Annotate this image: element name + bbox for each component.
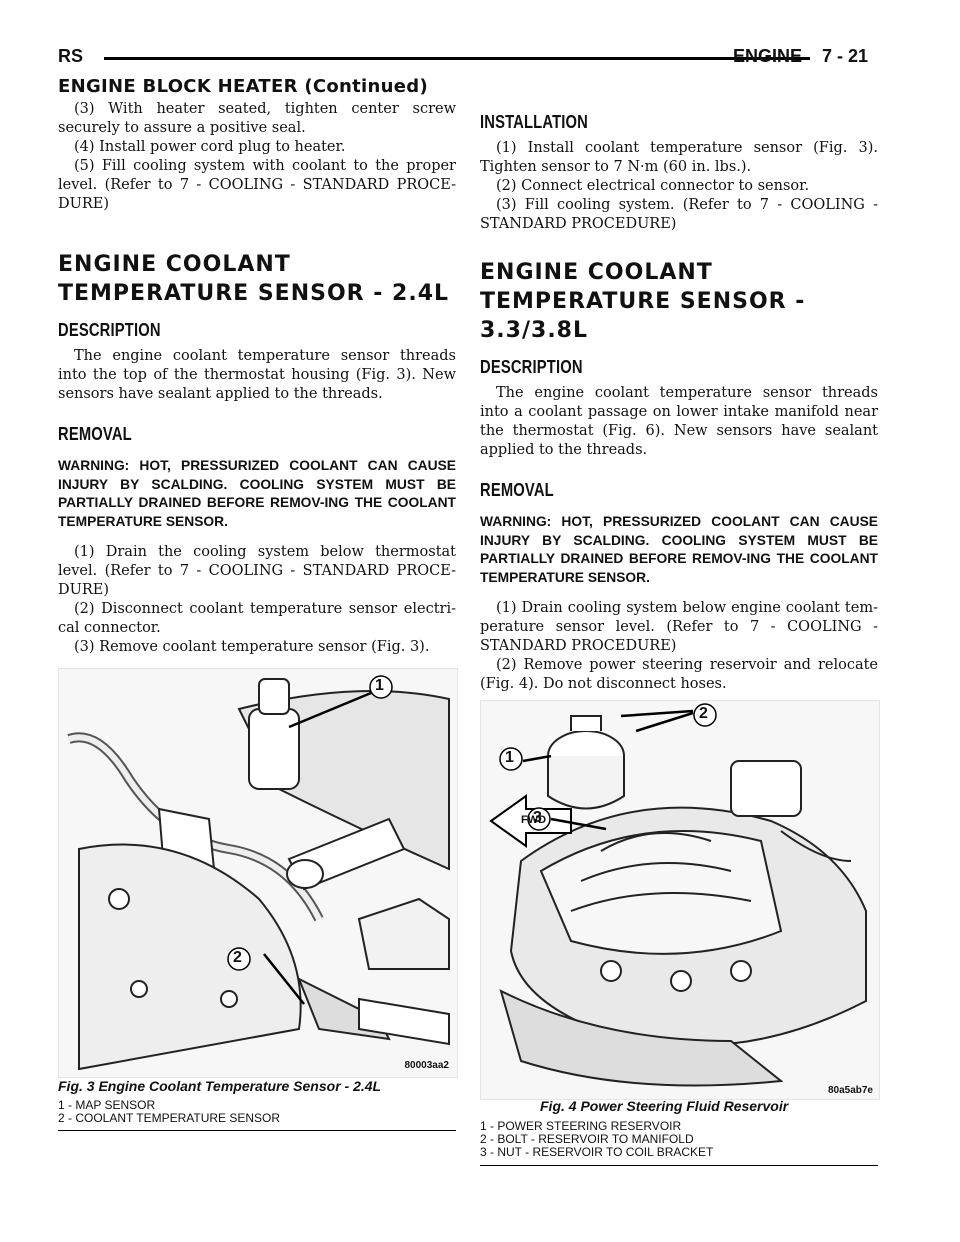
- figure-code: 80a5ab7e: [827, 1085, 873, 1096]
- header-rule: [104, 57, 810, 60]
- callout-2: 2: [699, 705, 708, 722]
- removal-heading: REMOVAL: [58, 424, 132, 444]
- section-title: ENGINE COOLANT TEMPERATURE SENSOR - 3.3/…: [480, 260, 806, 343]
- engine-sensor-drawing: [67, 675, 450, 1071]
- section-title: ENGINE COOLANT TEMPERATURE SENSOR - 2.4L: [58, 252, 450, 306]
- callout-1: 1: [375, 677, 384, 694]
- engine-reservoir-drawing: [489, 703, 867, 1087]
- warning-text: WARNING: HOT, PRESSURIZED COOLANT CAN CA…: [480, 514, 878, 585]
- step-paragraph: (3) With heater seated, tighten center s…: [58, 101, 456, 136]
- figure-3-caption: Fig. 3 Engine Coolant Temperature Sensor…: [58, 1078, 382, 1094]
- step-paragraph: (3) Remove coolant temperature sensor (F…: [74, 639, 430, 655]
- description-text: The engine coolant temperature sensor th…: [480, 385, 878, 458]
- legend-item: 1 - POWER STEERING RESERVOIR: [480, 1119, 682, 1133]
- installation-heading: INSTALLATION: [480, 112, 589, 132]
- left-column: (3) With heater seated, tighten center s…: [58, 100, 456, 657]
- legend-item: 1 - MAP SENSOR: [58, 1098, 156, 1112]
- legend-item: 2 - COOLANT TEMPERATURE SENSOR: [58, 1111, 281, 1125]
- removal-heading: REMOVAL: [480, 480, 554, 500]
- running-title: ENGINE BLOCK HEATER (Continued): [58, 76, 428, 97]
- warning-text: WARNING: HOT, PRESSURIZED COOLANT CAN CA…: [58, 458, 456, 529]
- figure-3-rule: [58, 1130, 456, 1131]
- figure-3-legend: 1 - MAP SENSOR 2 - COOLANT TEMPERATURE S…: [58, 1099, 280, 1125]
- step-paragraph: (5) Fill cooling system with coolant to …: [58, 158, 456, 212]
- description-text: The engine coolant temperature sensor th…: [58, 348, 456, 402]
- figure-4-caption: Fig. 4 Power Steering Fluid Reservoir: [540, 1098, 789, 1114]
- figure-3-illustration: 1 2 80003aa2: [58, 668, 458, 1078]
- step-paragraph: (1) Drain cooling system below engine co…: [480, 600, 878, 654]
- description-heading: DESCRIPTION: [480, 357, 583, 377]
- step-paragraph: (2) Disconnect coolant temperature senso…: [58, 601, 456, 636]
- figure-4-rule: [480, 1165, 878, 1166]
- step-paragraph: (3) Fill cooling system. (Refer to 7 - C…: [480, 197, 878, 232]
- callout-1: 1: [505, 749, 514, 766]
- figure-4-illustration: 2 1 3 FWD 80a5ab7e: [480, 700, 880, 1100]
- step-paragraph: (2) Remove power steering reservoir and …: [480, 657, 878, 692]
- step-paragraph: (2) Connect electrical connector to sens…: [496, 178, 810, 194]
- step-paragraph: (4) Install power cord plug to heater.: [74, 139, 346, 155]
- legend-item: 2 - BOLT - RESERVOIR TO MANIFOLD: [480, 1132, 694, 1146]
- figure-4-legend: 1 - POWER STEERING RESERVOIR 2 - BOLT - …: [480, 1120, 713, 1159]
- figure-code: 80003aa2: [404, 1060, 450, 1071]
- page-header-section: RS: [58, 46, 84, 66]
- callout-3: 3: [533, 809, 542, 826]
- step-paragraph: (1) Drain the cooling system below therm…: [58, 544, 456, 598]
- page-header-chapter: ENGINE 7 - 21: [732, 46, 868, 66]
- right-column: INSTALLATION (1) Install coolant tempera…: [480, 112, 878, 694]
- step-paragraph: (1) Install coolant temperature sensor (…: [480, 140, 878, 175]
- legend-item: 3 - NUT - RESERVOIR TO COIL BRACKET: [480, 1145, 714, 1159]
- description-heading: DESCRIPTION: [58, 320, 161, 340]
- fwd-label: FWD: [521, 814, 547, 826]
- callout-2: 2: [233, 949, 242, 966]
